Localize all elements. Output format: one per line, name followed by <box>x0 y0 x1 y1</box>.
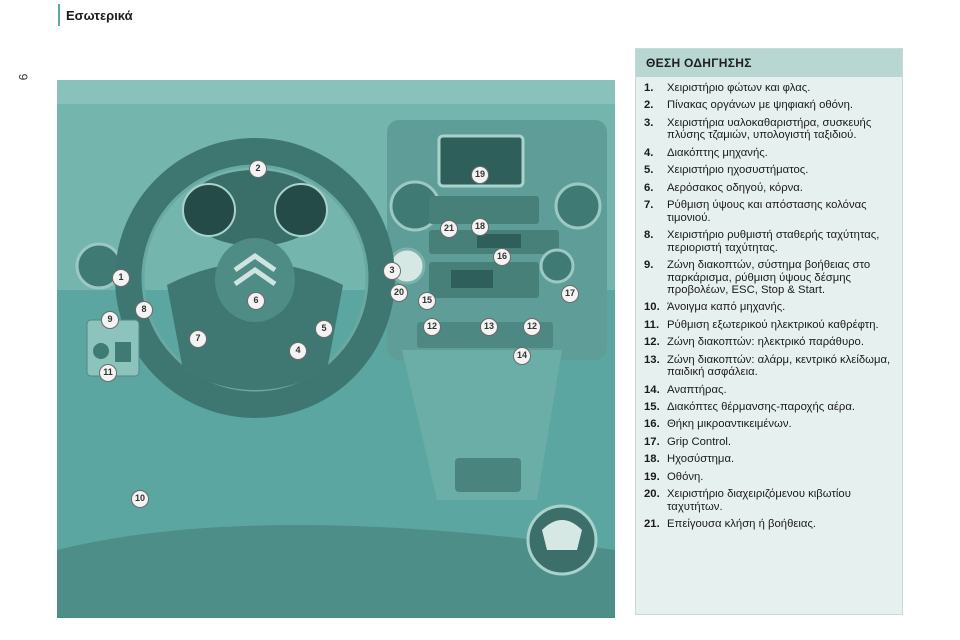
callout-badge-6: 6 <box>247 292 265 310</box>
panel-title: ΘΕΣΗ ΟΔΗΓΗΣΗΣ <box>636 49 902 77</box>
item-text: Διακόπτης μηχανής. <box>667 146 768 159</box>
list-item: 19. Οθόνη. <box>644 471 896 484</box>
item-number: 9. <box>644 258 654 271</box>
list-item: 14. Αναπτήρας. <box>644 384 896 397</box>
list-item: 16. Θήκη μικροαντικειμένων. <box>644 418 896 431</box>
callout-badge-20: 20 <box>390 284 408 302</box>
list-item: 12. Ζώνη διακοπτών: ηλεκτρικό παράθυρο. <box>644 336 896 349</box>
list-item: 1. Χειριστήριο φώτων και φλας. <box>644 82 896 95</box>
dashboard-drawing <box>57 80 615 618</box>
list-item: 6. Αερόσακος οδηγού, κόρνα. <box>644 182 896 195</box>
item-number: 8. <box>644 228 654 241</box>
item-number: 5. <box>644 164 654 177</box>
item-text: Ρύθμιση ύψους και απόστασης κολόνας τιμο… <box>667 198 867 224</box>
callout-badge-13: 13 <box>480 318 498 336</box>
list-item: 13. Ζώνη διακοπτών: αλάρμ, κεντρικό κλείδ… <box>644 354 896 379</box>
item-number: 7. <box>644 198 654 211</box>
item-number: 10. <box>644 301 660 314</box>
item-number: 19. <box>644 470 660 483</box>
callout-badge-14: 14 <box>513 347 531 365</box>
item-text: Οθόνη. <box>667 470 704 483</box>
list-item: 7. Ρύθμιση ύψους και απόστασης κολόνας τι… <box>644 199 896 224</box>
callout-badge-10: 10 <box>131 490 149 508</box>
page-number: 6 <box>16 73 31 81</box>
list-item: 10. Άνοιγμα καπό μηχανής. <box>644 301 896 314</box>
item-number: 4. <box>644 146 654 159</box>
callout-badge-16: 16 <box>493 248 511 266</box>
dashboard-illustration: 1 2 3 4 5 6 7 8 9 10 11 12 12 13 14 15 1… <box>57 80 615 618</box>
item-number: 3. <box>644 116 654 129</box>
item-number: 6. <box>644 181 654 194</box>
item-text: Αναπτήρας. <box>667 383 727 396</box>
callout-badge-12-right: 12 <box>523 318 541 336</box>
item-text: Χειριστήριο ηχοσυστήματος. <box>667 164 809 177</box>
list-item: 9. Ζώνη διακοπτών, σύστημα βοήθειας στο π… <box>644 259 896 297</box>
item-number: 12. <box>644 336 660 349</box>
callout-badge-19: 19 <box>471 166 489 184</box>
legend-list: 1. Χειριστήριο φώτων και φλας. 2. Πίνακας … <box>636 77 902 531</box>
item-text: Ζώνη διακοπτών, σύστημα βοήθειας στο παρ… <box>667 258 871 297</box>
item-number: 15. <box>644 401 660 414</box>
item-text: Πίνακας οργάνων με ψηφιακή οθόνη. <box>667 99 853 112</box>
callout-badge-18: 18 <box>471 218 489 236</box>
list-item: 17. Grip Control. <box>644 436 896 449</box>
callout-badge-9: 9 <box>101 311 119 329</box>
callout-badge-5: 5 <box>315 320 333 338</box>
item-text: Grip Control. <box>667 435 732 448</box>
list-item: 2. Πίνακας οργάνων με ψηφιακή οθόνη. <box>644 99 896 112</box>
list-item: 5. Χειριστήριο ηχοσυστήματος. <box>644 164 896 177</box>
list-item: 4. Διακόπτης μηχανής. <box>644 147 896 160</box>
item-text: Χειριστήριο φώτων και φλας. <box>667 82 811 94</box>
callout-badge-8: 8 <box>135 301 153 319</box>
list-item: 21. Επείγουσα κλήση ή βοήθειας. <box>644 518 896 531</box>
callout-badge-2: 2 <box>249 160 267 178</box>
callout-badge-11: 11 <box>99 364 117 382</box>
item-number: 1. <box>644 82 654 94</box>
item-number: 18. <box>644 453 660 466</box>
callout-badge-1: 1 <box>112 269 130 287</box>
list-item: 15. Διακόπτες θέρμανσης-παροχής αέρα. <box>644 401 896 414</box>
item-text: Χειριστήριο διαχειριζόμενου κιβωτίου ταχ… <box>667 487 851 513</box>
item-text: Ηχοσύστημα. <box>667 453 735 466</box>
item-text: Άνοιγμα καπό μηχανής. <box>667 301 786 314</box>
item-text: Χειριστήριο ρυθμιστή σταθερής ταχύτητας,… <box>667 228 880 254</box>
item-text: Αερόσακος οδηγού, κόρνα. <box>667 181 803 194</box>
callout-badge-12-left: 12 <box>423 318 441 336</box>
callout-badge-4: 4 <box>289 342 307 360</box>
callout-badge-7: 7 <box>189 330 207 348</box>
item-number: 11. <box>644 318 660 331</box>
item-number: 20. <box>644 487 660 500</box>
header-accent-bar <box>58 4 60 26</box>
callout-badge-17: 17 <box>561 285 579 303</box>
item-text: Χειριστήρια υαλοκαθαριστήρα, συσκευής πλ… <box>667 116 872 142</box>
list-item: 11. Ρύθμιση εξωτερικού ηλεκτρικού καθρέφτ… <box>644 319 896 332</box>
item-number: 17. <box>644 435 660 448</box>
item-text: Ζώνη διακοπτών: αλάρμ, κεντρικό κλείδωμα… <box>667 353 891 379</box>
callout-badge-15: 15 <box>418 292 436 310</box>
item-text: Θήκη μικροαντικειμένων. <box>667 418 792 431</box>
item-text: Ζώνη διακοπτών: ηλεκτρικό παράθυρο. <box>667 336 864 349</box>
legend-panel: ΘΕΣΗ ΟΔΗΓΗΣΗΣ 1. Χειριστήριο φώτων και φλ… <box>635 48 903 615</box>
list-item: 8. Χειριστήριο ρυθμιστή σταθερής ταχύτητα… <box>644 229 896 254</box>
screen-shape <box>437 134 525 188</box>
list-item: 18. Ηχοσύστημα. <box>644 453 896 466</box>
item-number: 2. <box>644 99 654 112</box>
list-item: 20. Χειριστήριο διαχειριζόμενου κιβωτίου … <box>644 488 896 513</box>
item-number: 16. <box>644 418 660 431</box>
item-text: Ρύθμιση εξωτερικού ηλεκτρικού καθρέφτη. <box>667 318 879 331</box>
callout-badge-21: 21 <box>440 220 458 238</box>
list-item: 3. Χειριστήρια υαλοκαθαριστήρα, συσκευής … <box>644 117 896 142</box>
item-text: Επείγουσα κλήση ή βοήθειας. <box>667 517 817 530</box>
item-number: 14. <box>644 383 660 396</box>
item-text: Διακόπτες θέρμανσης-παροχής αέρα. <box>667 401 856 414</box>
callout-badge-3: 3 <box>383 262 401 280</box>
section-title: Εσωτερικά <box>66 8 133 23</box>
item-number: 13. <box>644 353 660 366</box>
item-number: 21. <box>644 517 660 530</box>
